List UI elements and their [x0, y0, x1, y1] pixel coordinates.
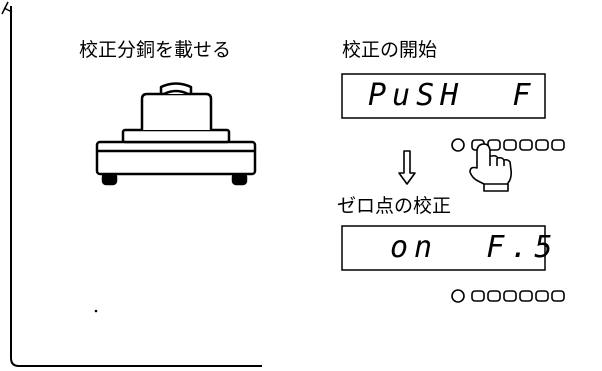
key-row-2	[451, 289, 565, 303]
scale-illustration	[95, 82, 257, 186]
scale-foot-right	[231, 172, 248, 186]
page-frame	[10, 6, 262, 367]
key-3-b	[503, 290, 517, 302]
calibration-weight	[140, 82, 213, 130]
power-key-indicator	[451, 138, 465, 152]
down-arrow-icon	[398, 150, 416, 185]
display-2-text: on F.5	[390, 230, 559, 265]
key-4	[519, 139, 533, 151]
place-weight-label: 校正分銅を載せる	[79, 39, 232, 61]
display-frame-2	[341, 225, 546, 271]
scale-base	[95, 140, 257, 176]
display-1-text: PuSH F	[368, 78, 537, 113]
pressing-hand-icon	[469, 143, 512, 192]
key-6-b	[551, 290, 565, 302]
step2-title: ゼロ点の校正	[337, 195, 452, 217]
step1-title: 校正の開始	[342, 39, 438, 61]
key-4-b	[519, 290, 533, 302]
key-5	[535, 139, 549, 151]
key-row-1	[451, 138, 565, 152]
corner-mark	[1, 1, 13, 15]
scale-pan	[121, 128, 231, 144]
key-6	[551, 139, 565, 151]
scale-foot-left	[101, 172, 118, 186]
display-frame-1	[341, 73, 546, 119]
stray-dot	[94, 309, 98, 313]
key-1-b	[471, 290, 485, 302]
key-3	[503, 139, 517, 151]
key-2-b	[487, 290, 501, 302]
power-key-indicator-2	[451, 289, 465, 303]
key-5-b	[535, 290, 549, 302]
